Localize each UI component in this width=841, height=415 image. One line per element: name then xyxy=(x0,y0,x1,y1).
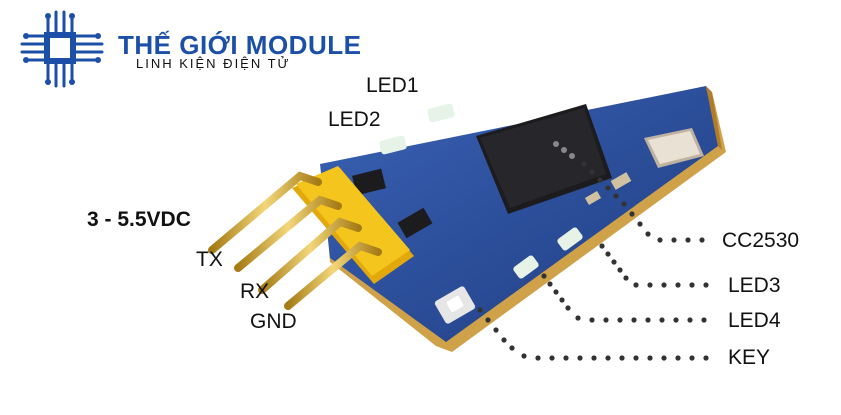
led2-component xyxy=(379,135,407,155)
led3-component xyxy=(557,227,583,251)
label-gnd: GND xyxy=(250,310,297,333)
label-cc2530: CC2530 xyxy=(722,229,800,252)
pcb-board xyxy=(320,86,726,352)
brand-logo: THẾ GIỚI MODULE xyxy=(14,8,394,88)
led1-component xyxy=(427,103,455,123)
label-tx: TX xyxy=(196,248,223,271)
brand-subtitle: LINH KIỆN ĐIỆN TỬ xyxy=(136,56,291,71)
crystal xyxy=(644,128,704,168)
label-rx: RX xyxy=(240,280,270,303)
brand-title: THẾ GIỚI MODULE xyxy=(118,30,362,60)
label-voltage: 3 - 5.5VDC xyxy=(87,208,191,231)
key-button-component xyxy=(434,286,476,324)
leader-lines xyxy=(477,161,709,361)
led4-component xyxy=(513,255,539,279)
label-led4: LED4 xyxy=(728,309,781,332)
circuit-logo-icon xyxy=(20,10,104,88)
label-key: KEY xyxy=(728,346,771,369)
cc2530-chip xyxy=(476,104,612,214)
label-led2: LED2 xyxy=(328,108,381,131)
label-led3: LED3 xyxy=(728,274,781,297)
header-pins xyxy=(208,171,382,310)
label-led1: LED1 xyxy=(366,74,419,97)
